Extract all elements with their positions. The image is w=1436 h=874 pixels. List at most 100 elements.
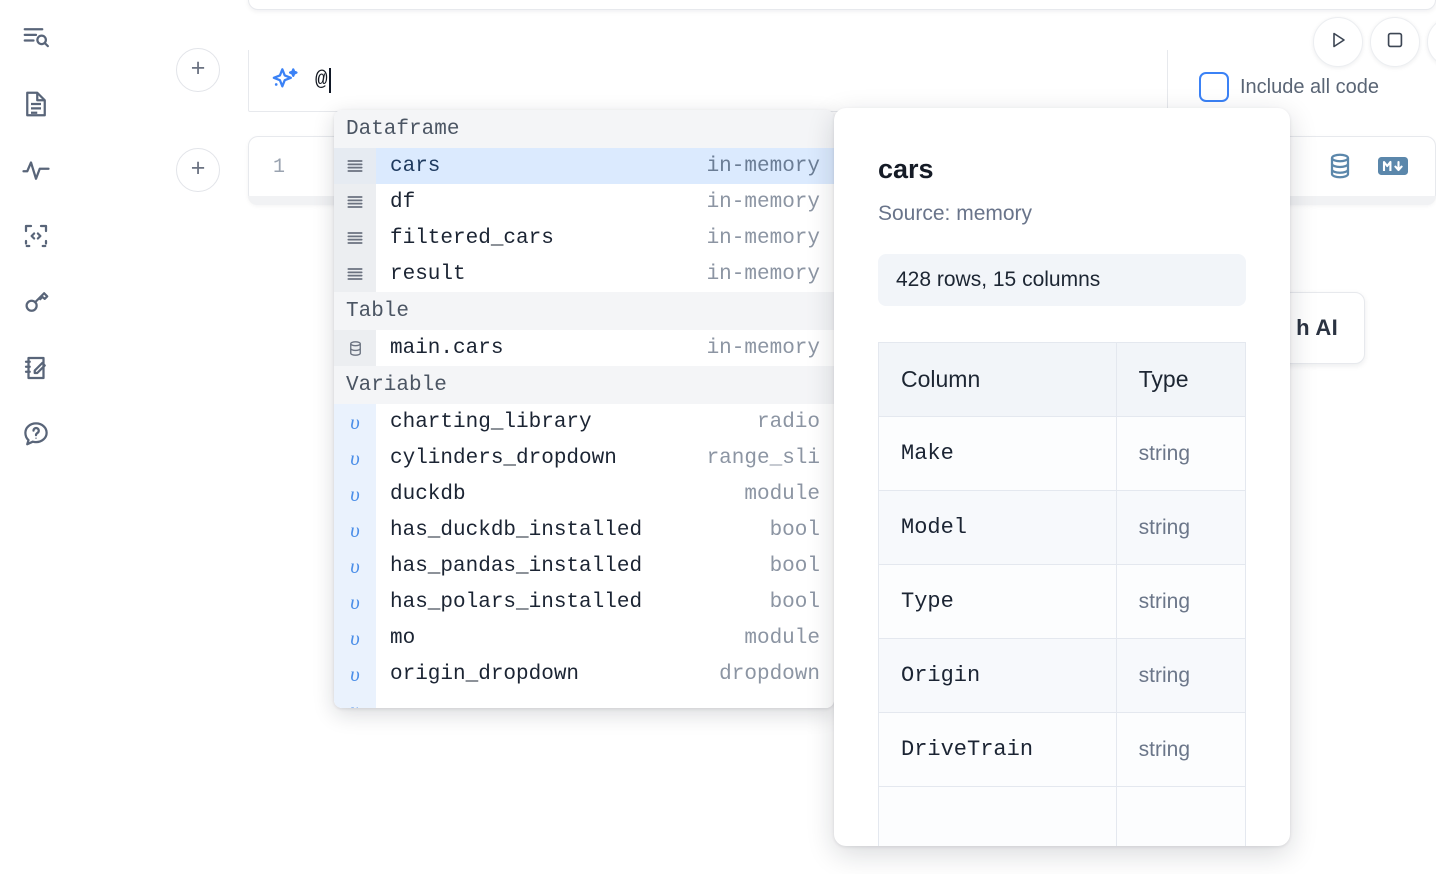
autocomplete-item[interactable]: filtered_cars in-memory <box>334 220 834 256</box>
previous-cell-edge <box>248 0 1436 10</box>
autocomplete-item-name: origin_dropdown <box>390 662 580 686</box>
ai-prompt-bar[interactable]: @ <box>248 50 1168 112</box>
autocomplete-item-name: charting_library <box>390 410 592 434</box>
autocomplete-item-name: filtered_cars <box>390 226 554 250</box>
docs-shape-badge: 428 rows, 15 columns <box>878 254 1246 306</box>
column-name-cell <box>878 786 1117 846</box>
autocomplete-item-name: mo <box>390 626 416 650</box>
variable-icon: υ <box>334 692 376 708</box>
column-type-cell <box>1115 786 1247 846</box>
generate-with-ai-label: h AI <box>1296 315 1338 340</box>
dataframe-icon <box>334 220 376 256</box>
autocomplete-item-type: module <box>744 626 820 650</box>
sidebar-rail <box>0 0 72 874</box>
code-icon <box>21 221 51 251</box>
play-icon <box>1326 28 1350 57</box>
sidebar-item-secrets[interactable] <box>14 280 58 324</box>
column-type-cell: string <box>1115 638 1247 713</box>
column-name-cell: Make <box>878 416 1117 491</box>
variable-icon: υ <box>334 476 376 512</box>
autocomplete-item-name: has_pandas_installed <box>390 554 643 578</box>
dataframe-icon <box>334 148 376 184</box>
sidebar-item-snippets[interactable] <box>14 214 58 258</box>
variable-icon: υ <box>334 512 376 548</box>
column-name-cell: Origin <box>878 638 1117 713</box>
scratchpad-icon <box>21 353 51 383</box>
sidebar-item-notebook[interactable] <box>14 82 58 126</box>
database-icon[interactable] <box>1325 151 1355 181</box>
stop-button[interactable] <box>1370 17 1420 67</box>
table-header-cell: Type <box>1115 342 1247 417</box>
docs-source: Source: memory <box>878 202 1033 225</box>
variable-icon: υ <box>334 656 376 692</box>
ai-prompt-value: @ <box>315 69 328 92</box>
column-name-cell: Model <box>878 490 1117 565</box>
square-stop-icon <box>1384 29 1406 56</box>
sidebar-item-explore[interactable] <box>14 16 58 60</box>
more-actions-button[interactable] <box>1427 17 1436 67</box>
autocomplete-item-partial[interactable]: υ <box>334 692 834 708</box>
markdown-icon[interactable] <box>1377 154 1409 178</box>
autocomplete-group-header: Dataframe <box>334 110 834 148</box>
table-icon <box>334 330 376 366</box>
sidebar-item-help[interactable] <box>14 412 58 456</box>
autocomplete-item-type: in-memory <box>706 190 820 214</box>
column-type-cell: string <box>1115 712 1247 787</box>
run-button[interactable] <box>1313 17 1363 67</box>
docs-title: cars <box>878 154 934 184</box>
autocomplete-item-type: radio <box>756 410 820 434</box>
autocomplete-item-name: cylinders_dropdown <box>390 446 617 470</box>
autocomplete-item-name: has_polars_installed <box>390 590 643 614</box>
column-name-cell: Type <box>878 564 1117 639</box>
autocomplete-item-name: has_duckdb_installed <box>390 518 643 542</box>
autocomplete-item-name: main.cars <box>390 336 504 360</box>
column-name-cell: DriveTrain <box>878 712 1117 787</box>
checkbox-icon[interactable] <box>1199 72 1229 102</box>
include-all-code-toggle[interactable]: Include all code <box>1199 72 1379 102</box>
autocomplete-item-name: duckdb <box>390 482 466 506</box>
autocomplete-item-type: in-memory <box>706 226 820 250</box>
variable-icon: υ <box>334 584 376 620</box>
add-cell-button-bottom[interactable]: + <box>176 148 220 192</box>
autocomplete-item-type: in-memory <box>706 262 820 286</box>
column-type-cell: string <box>1115 564 1247 639</box>
column-type-cell: string <box>1115 416 1247 491</box>
autocomplete-group-header: Variable <box>334 366 834 404</box>
cell-icon-group <box>1325 151 1409 181</box>
table-header-cell: Column <box>878 342 1117 417</box>
autocomplete-item[interactable]: main.cars in-memory <box>334 330 834 366</box>
documentation-panel: cars Source: memory 428 rows, 15 columns… <box>834 108 1290 846</box>
variable-icon: υ <box>334 548 376 584</box>
dataframe-icon <box>334 256 376 292</box>
ai-prompt-input[interactable]: @ <box>315 68 331 93</box>
include-all-code-label: Include all code <box>1240 75 1379 98</box>
sidebar-item-scratchpad[interactable] <box>14 346 58 390</box>
text-caret <box>328 68 331 93</box>
help-icon <box>21 419 51 449</box>
autocomplete-item-type: in-memory <box>706 154 820 178</box>
add-cell-button-top[interactable]: + <box>176 48 220 92</box>
document-icon <box>21 89 51 119</box>
activity-icon <box>21 155 51 185</box>
autocomplete-item-type: in-memory <box>706 336 820 360</box>
dataframe-icon <box>334 184 376 220</box>
sidebar-item-activity[interactable] <box>14 148 58 192</box>
